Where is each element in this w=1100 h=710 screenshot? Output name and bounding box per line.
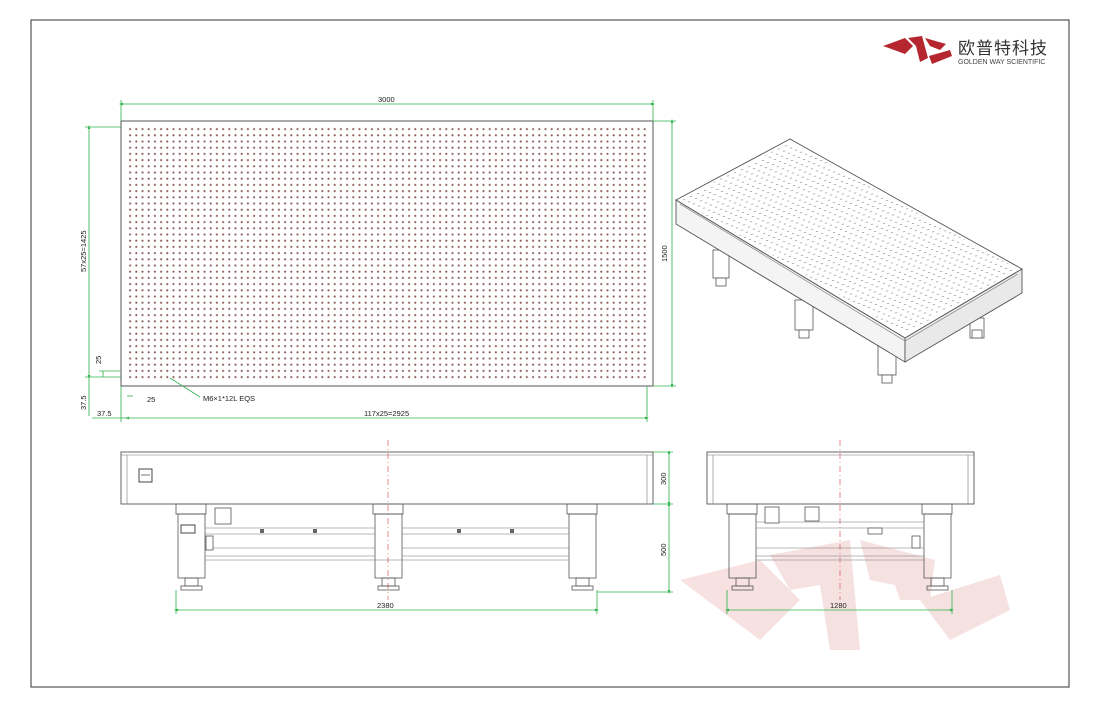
brand-name-cn: 欧普特科技 — [958, 39, 1048, 59]
dim-edge-y: 37.5 — [79, 395, 88, 410]
watermark-logo — [680, 540, 1010, 650]
brand-logo: 欧普特科技 GOLDEN WAY SCIENTIFIC — [883, 36, 1048, 66]
dim-hole-span-y: 57x25=1425 — [79, 231, 88, 273]
dim-edge-x: 37.5 — [97, 409, 112, 418]
side-view: 1280 — [706, 440, 975, 614]
dim-table-thickness: 300 — [659, 472, 668, 485]
isometric-view — [675, 138, 1023, 384]
plan-view: 3000 1500 57x25=1425 25 37.5 25 M6×1*12L… — [79, 95, 676, 422]
drawing-frame — [30, 19, 1070, 688]
mounting-hole-grid — [125, 125, 649, 382]
front-table-top — [120, 451, 654, 505]
dim-hole-note: M6×1*12L EQS — [203, 394, 255, 403]
dim-pitch-x: 25 — [147, 395, 155, 404]
brand-mark-icon — [883, 36, 952, 64]
dim-hole-span-x: 117x25=2925 — [364, 409, 409, 418]
iso-side-face — [904, 268, 1023, 363]
side-table-top — [706, 451, 975, 505]
dim-side-leg-span: 1280 — [830, 601, 847, 610]
dim-leg-height: 500 — [659, 543, 668, 556]
dim-top-length: 3000 — [378, 95, 395, 104]
dim-top-width: 1500 — [660, 245, 669, 262]
dim-front-leg-span: 2380 — [377, 601, 394, 610]
front-view: 300 500 2380 — [120, 440, 673, 614]
dim-pitch-y: 25 — [94, 356, 103, 364]
front-nameplate — [138, 468, 153, 483]
brand-name-en: GOLDEN WAY SCIENTIFIC — [958, 59, 1045, 66]
